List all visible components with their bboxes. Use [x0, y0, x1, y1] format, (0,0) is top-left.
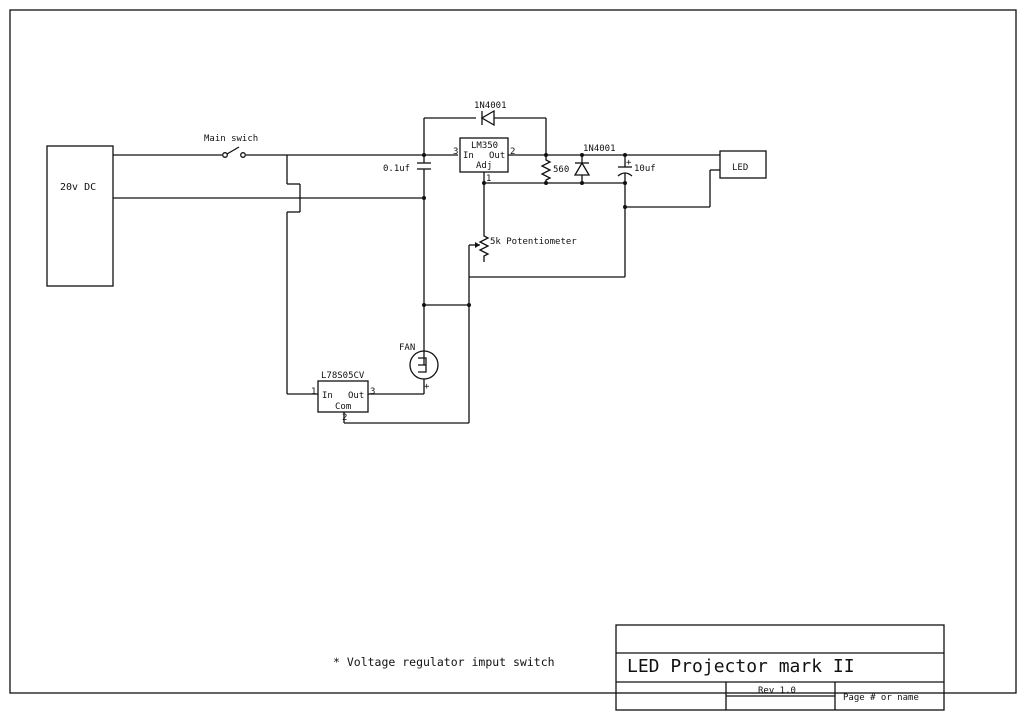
power-source-box — [46, 145, 114, 287]
lm350-name: LM350 — [471, 141, 498, 151]
led-box — [719, 150, 767, 179]
footnote: * Voltage regulator imput switch — [333, 655, 555, 669]
l78s05-wires — [343, 393, 469, 424]
l78s05-pin-2: 2 — [342, 413, 347, 423]
bypass-diode-label: 1N4001 — [474, 101, 507, 111]
adjust-wire — [483, 172, 625, 232]
output-capacitor-label: 10uf — [634, 164, 656, 174]
lm350-adj-label: Adj — [476, 161, 492, 171]
junction-dot — [422, 303, 426, 307]
led-label: LED — [732, 163, 748, 173]
resistor-560 — [540, 155, 552, 183]
fan-plus: + — [424, 382, 430, 392]
page-name-label: Page # or name — [843, 693, 919, 703]
output-diode-label: 1N4001 — [583, 144, 616, 154]
output-capacitor — [617, 155, 633, 277]
bypass-diode — [480, 109, 547, 155]
l78s05-pin-3: 3 — [370, 387, 375, 397]
l78s05-com-label: Com — [335, 402, 351, 412]
junction-dot — [482, 181, 486, 185]
l78s05-out-label: Out — [348, 391, 364, 401]
resistor-label: 560 — [553, 165, 569, 175]
l78s05-name: L78S05CV — [321, 371, 365, 381]
lm350-pin-1: 1 — [486, 174, 491, 184]
input-capacitor-label: 0.1uf — [383, 164, 410, 174]
drawing-title: LED Projector mark II — [627, 656, 855, 677]
main-switch-label: Main swich — [204, 134, 258, 144]
junction-dot — [467, 303, 471, 307]
lm350-out-label: Out — [489, 151, 505, 161]
main-switch — [222, 146, 246, 158]
revision-label: Rev 1.0 — [758, 686, 796, 696]
l78s05-pin-1: 1 — [311, 387, 316, 397]
regulator-feed-wire — [286, 155, 318, 395]
junction-dot — [623, 181, 627, 185]
lm350-pin-2: 2 — [510, 147, 515, 157]
lm350-in-label: In — [463, 151, 474, 161]
power-source-label: 20v DC — [60, 182, 96, 193]
l78s05-regulator — [317, 380, 369, 413]
potentiometer-label: 5k Potentiometer — [490, 237, 577, 247]
l78s05-in-label: In — [322, 391, 333, 401]
potentiometer — [478, 232, 490, 262]
junction-dot — [422, 153, 426, 157]
junction-dot — [422, 196, 426, 200]
title-block — [615, 624, 945, 711]
output-diode — [573, 155, 591, 183]
fan-symbol — [409, 350, 439, 394]
potentiometer-wiper — [468, 242, 480, 423]
lm350-pin-3: 3 — [453, 147, 458, 157]
fan-label: FAN — [399, 343, 415, 353]
led-return-wire — [625, 169, 720, 208]
drawing-border — [9, 9, 1017, 694]
output-capacitor-plus: + — [626, 158, 632, 168]
